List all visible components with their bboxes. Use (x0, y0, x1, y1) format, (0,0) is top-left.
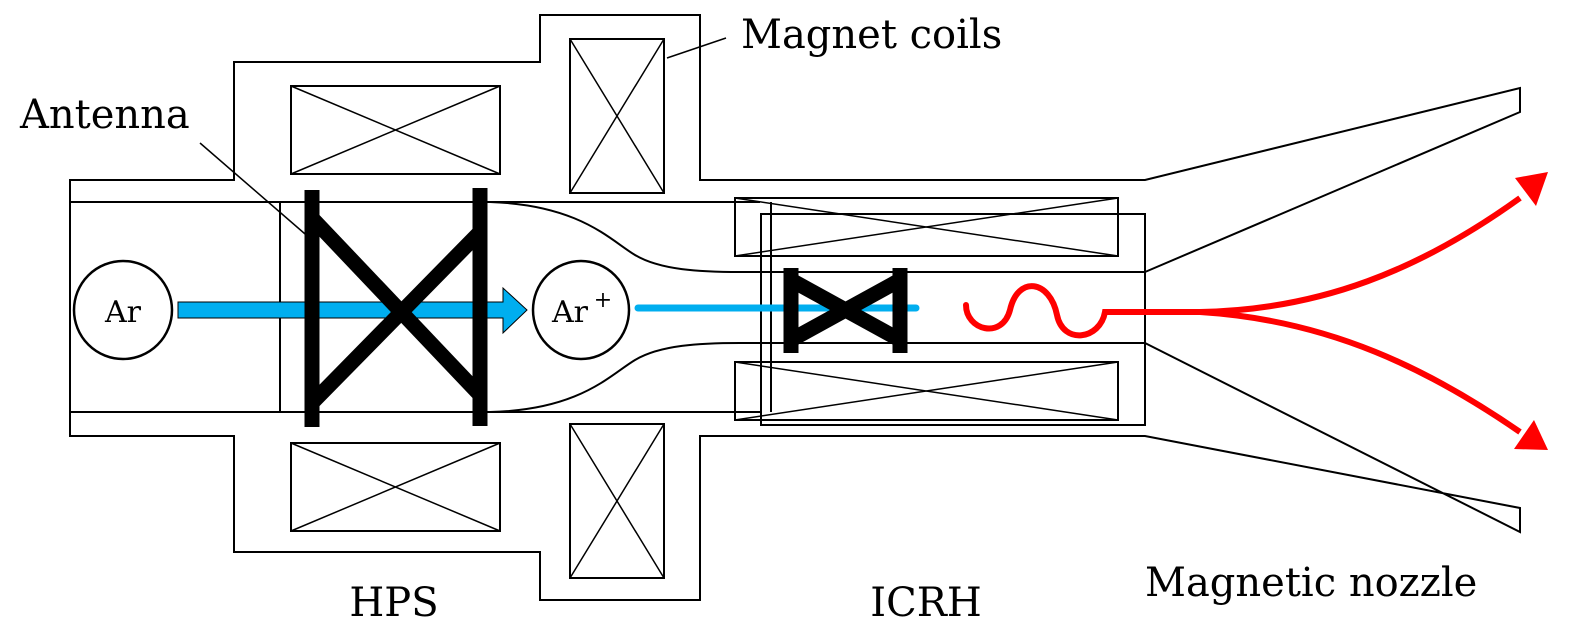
magnet-coil-hps-top (290, 85, 501, 175)
antenna-label: Antenna (19, 92, 190, 138)
magnet-coils-label: Magnet coils (741, 12, 1002, 58)
argon-ion-charge: + (594, 288, 612, 313)
argon-neutral-label: Ar (104, 295, 142, 330)
magnet-coil-icrh-bottom (734, 361, 1119, 421)
icrh-label: ICRH (870, 580, 981, 626)
exhaust-arrowhead-upper (1515, 172, 1548, 206)
plasma-exhaust-lower (1199, 309, 1522, 435)
discharge-tube (69, 200, 490, 413)
exhaust-arrowhead-lower (1514, 420, 1548, 450)
icrh-antenna (783, 268, 908, 353)
rf-wave (963, 283, 1148, 339)
magnetic-nozzle-label: Magnetic nozzle (1145, 560, 1477, 606)
antenna-leader-line (199, 142, 313, 241)
argon-neutral: Ar (72, 259, 174, 361)
icrh-chamber (760, 213, 1146, 426)
magnet-coil-icrh-top (734, 197, 1119, 257)
helicon-antenna (304, 188, 488, 427)
magnet-coils-leader-line (666, 37, 727, 59)
housing-outline-bottom (69, 342, 1521, 601)
housing-outline-top (69, 14, 1521, 273)
throat-contour-bottom (489, 342, 1145, 413)
hps-label: HPS (349, 580, 438, 626)
magnet-coil-mid-top (569, 38, 665, 194)
magnet-coil-hps-bottom (290, 442, 501, 532)
throat-contour-top (489, 201, 1145, 273)
plasma-exhaust-upper (1145, 195, 1522, 315)
gas-flow-arrow (177, 286, 528, 335)
magnet-coil-mid-bottom (569, 423, 665, 579)
argon-ion-label: Ar (551, 295, 589, 330)
argon-ion: Ar + (531, 259, 631, 361)
